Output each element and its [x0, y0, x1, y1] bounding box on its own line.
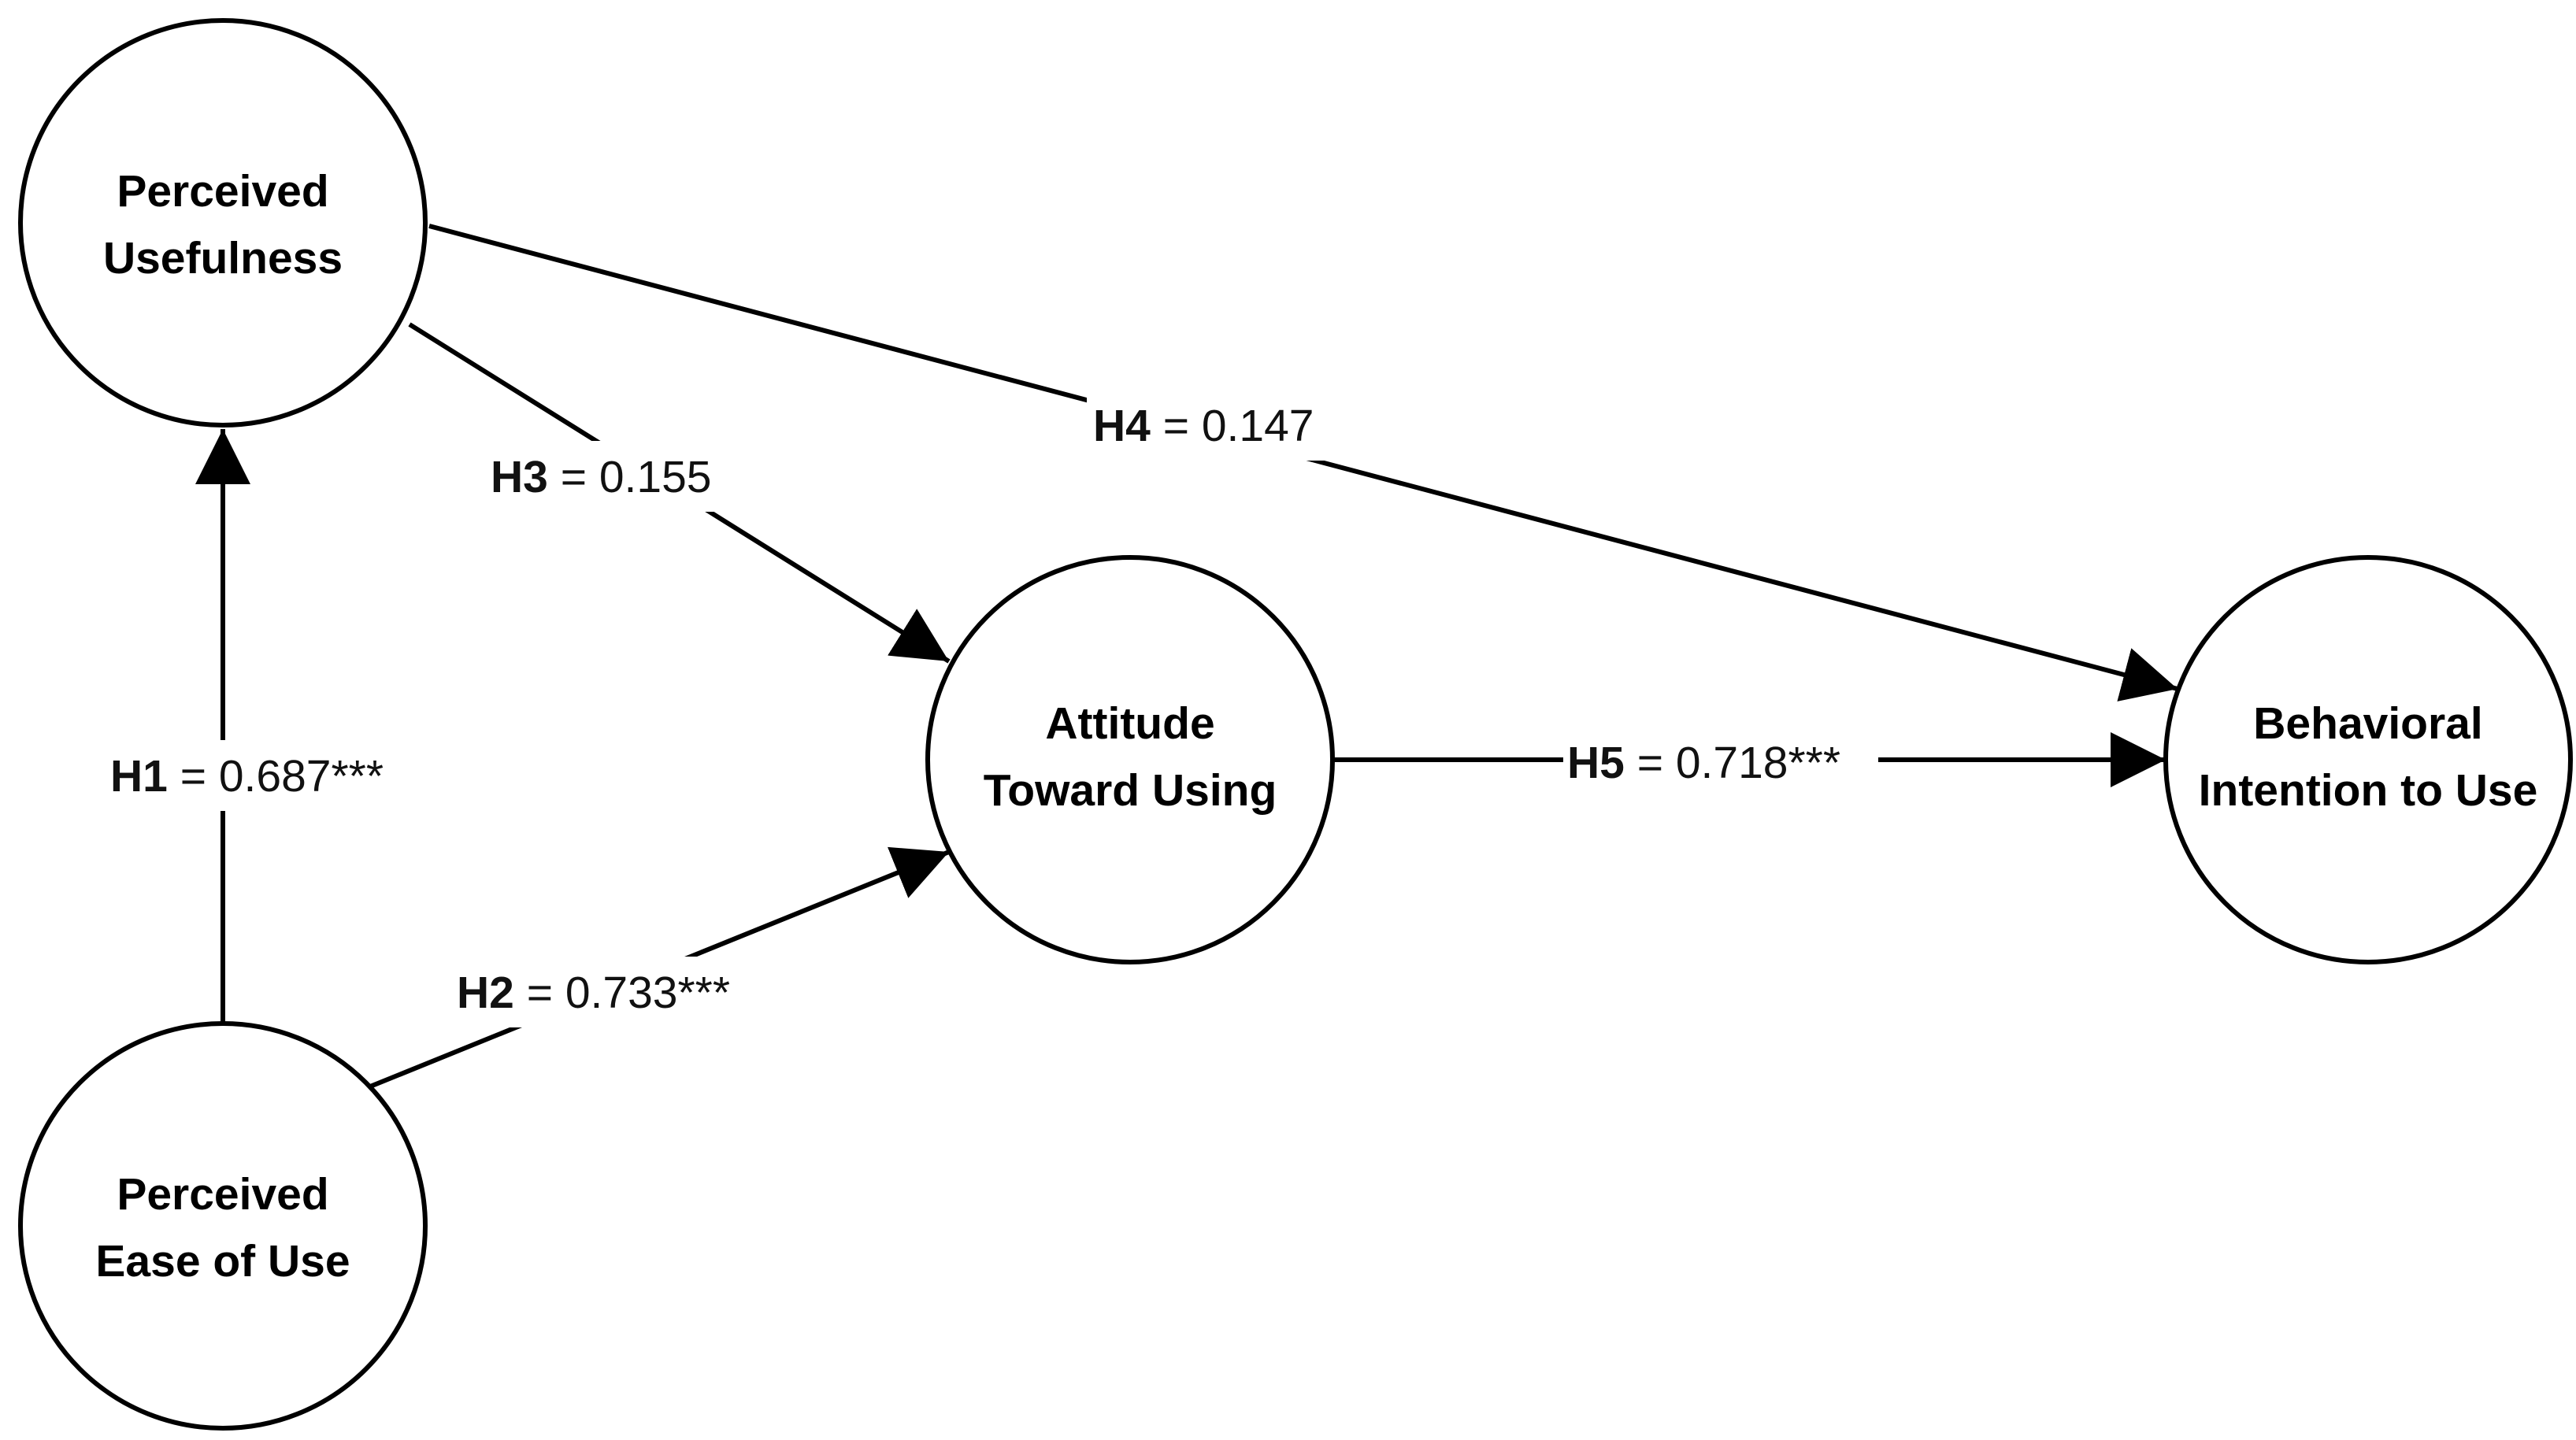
edge-label-h4-hypothesis: H4	[1093, 401, 1151, 451]
edge-label-h4-value: = 0.147	[1151, 401, 1314, 451]
edge-label-h2-value: = 0.733***	[514, 968, 730, 1018]
svg-text:H4 = 0.147: H4 = 0.147	[1093, 401, 1314, 451]
node-behavioral-intention-line1: Behavioral	[2253, 698, 2482, 749]
node-perceived-ease-of-use: Perceived Ease of Use	[18, 1021, 428, 1431]
node-attitude-toward-using: Attitude Toward Using	[925, 555, 1335, 964]
node-perceived-ease-of-use-line2: Ease of Use	[95, 1236, 350, 1286]
edge-label-h3-hypothesis: H3	[491, 452, 548, 502]
edge-label-h5: H5 = 0.718***	[1563, 728, 1878, 791]
edge-label-h4: H4 = 0.147	[1087, 390, 1347, 461]
node-attitude-toward-using-line1: Attitude	[1045, 698, 1214, 749]
edge-label-h3: H3 = 0.155	[484, 441, 744, 512]
node-perceived-ease-of-use-line1: Perceived	[117, 1169, 328, 1220]
svg-text:H5 = 0.718***: H5 = 0.718***	[1567, 738, 1840, 788]
node-perceived-usefulness: Perceived Usefulness	[18, 18, 428, 428]
svg-text:H2 = 0.733***: H2 = 0.733***	[457, 968, 730, 1018]
node-perceived-usefulness-line2: Usefulness	[103, 233, 343, 283]
node-behavioral-intention-line2: Intention to Use	[2199, 765, 2538, 816]
svg-text:H1 = 0.687***: H1 = 0.687***	[110, 751, 384, 801]
node-perceived-usefulness-line1: Perceived	[117, 166, 328, 217]
edge-label-h2: H2 = 0.733***	[449, 957, 780, 1027]
edge-label-h2-hypothesis: H2	[457, 968, 514, 1018]
edge-label-h1-value: = 0.687***	[168, 751, 384, 801]
node-behavioral-intention-to-use: Behavioral Intention to Use	[2163, 555, 2573, 964]
edge-label-h3-value: = 0.155	[548, 452, 712, 502]
svg-text:H3 = 0.155: H3 = 0.155	[491, 452, 711, 502]
edge-label-h1: H1 = 0.687***	[102, 740, 433, 811]
edge-label-h5-hypothesis: H5	[1567, 738, 1625, 788]
node-attitude-toward-using-line2: Toward Using	[984, 765, 1277, 816]
edge-label-h1-hypothesis: H1	[110, 751, 168, 801]
edge-label-h5-value: = 0.718***	[1625, 738, 1840, 788]
